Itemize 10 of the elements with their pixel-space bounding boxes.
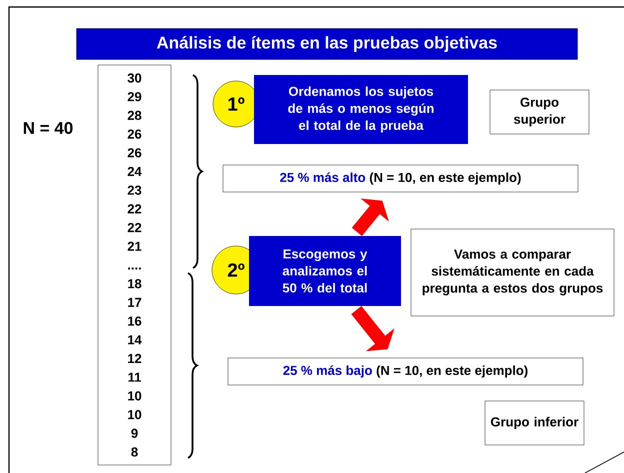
group-box: 25 % más bajo (N = 10, en este ejemplo) [228,358,584,386]
text-box: Vamos a comparar sistemáticamente en cada pregunta a estos dos grupos [410,228,614,316]
label: N = 40 [24,122,73,134]
step-box: Escogemos y analizamos el 50 % del total [249,236,401,306]
text-box: Grupo inferior [484,400,584,446]
score-list: 30 29 28 26 26 24 23 22 22 21 .... 18 17 16 14 12 11 10 10 9 8 [98,64,172,466]
title-banner: Análisis de ítems en las pruebas objetivas [76,28,578,60]
text-box: Grupo superior [490,90,590,134]
step-box: Ordenamos los sujetos de más o menos según el total de la prueba [254,75,468,144]
group-box: 25 % más alto (N = 10, en este ejemplo) [222,164,578,192]
